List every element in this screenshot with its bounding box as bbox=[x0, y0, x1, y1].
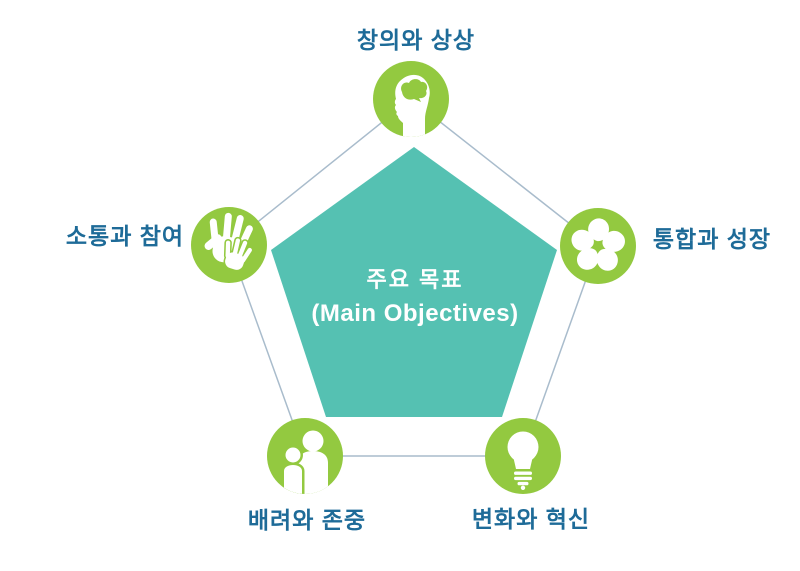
center-title-english: (Main Objectives) bbox=[311, 300, 519, 327]
label-integration: 통합과 성장 bbox=[652, 226, 772, 252]
people-icon bbox=[281, 430, 328, 494]
center-title: 주요 목표 (Main Objectives) bbox=[311, 262, 518, 328]
label-innovation: 변화와 혁신 bbox=[471, 506, 591, 532]
node-creativity bbox=[373, 61, 449, 137]
label-communication: 소통과 참여 bbox=[65, 223, 185, 249]
pinwheel-icon bbox=[571, 218, 625, 271]
label-care: 배려와 존중 bbox=[247, 507, 367, 533]
label-creativity: 창의와 상상 bbox=[356, 27, 476, 53]
node-integration bbox=[560, 208, 636, 284]
node-care bbox=[267, 418, 343, 494]
outer-pentagon-line bbox=[228, 98, 599, 457]
node-innovation bbox=[485, 418, 561, 494]
lightbulb-icon bbox=[507, 431, 539, 490]
head-brain-icon bbox=[394, 74, 430, 137]
main-objectives-pentagon bbox=[271, 147, 557, 417]
center-title-korean: 주요 목표 bbox=[366, 267, 464, 292]
node-communication bbox=[191, 207, 267, 283]
hands-icon bbox=[204, 212, 254, 272]
